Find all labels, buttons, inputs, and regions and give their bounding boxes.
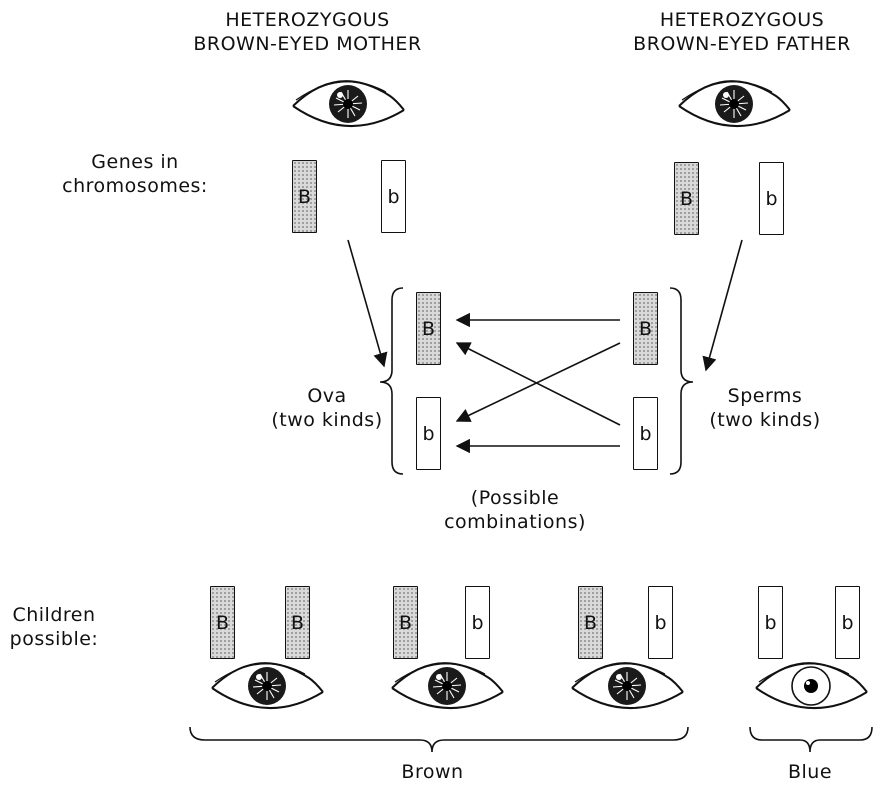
mother-to-ova-arrow: [347, 239, 388, 368]
genes-label: Genes in chromosomes:: [40, 150, 230, 198]
brown-eye-icon: [292, 80, 405, 128]
child3-gene-B: B: [578, 586, 603, 659]
sperms-brace: [669, 287, 694, 475]
father-title: HETEROZYGOUS BROWN-EYED FATHER: [608, 8, 876, 56]
mother-gene-b: b: [381, 160, 406, 233]
mother-gene-B: B: [292, 160, 317, 233]
ovum-b: b: [416, 397, 441, 470]
blue-brace: [749, 726, 873, 753]
combinations-label: (Possible combinations): [440, 486, 590, 534]
children-label-line2: possible:: [9, 628, 99, 650]
father-to-sperm-arrow: [702, 239, 743, 372]
father-title-line1: HETEROZYGOUS: [659, 9, 825, 31]
sperms-label-line1: Sperms: [727, 385, 803, 407]
ova-label-line1: Ova: [307, 385, 347, 407]
ova-label: Ova (two kinds): [262, 384, 392, 432]
sperm-b: b: [633, 397, 658, 470]
combo-arrow-bB: [455, 342, 621, 426]
ovum-B: B: [416, 292, 441, 365]
blue-eye-icon: [755, 662, 868, 710]
brown-eye-icon: [391, 662, 504, 710]
mother-title: HETEROZYGOUS BROWN-EYED MOTHER: [175, 8, 440, 56]
brown-eye-icon: [211, 662, 324, 710]
combinations-label-line1: (Possible: [470, 487, 560, 509]
child4-gene-b-b: b: [835, 586, 860, 659]
brown-outcome-label: Brown: [401, 761, 464, 783]
children-label: Children possible:: [0, 603, 108, 651]
combinations-label-line2: combinations): [444, 511, 586, 533]
combo-arrow-Bb: [455, 342, 621, 422]
sperms-label: Sperms (two kinds): [690, 384, 840, 432]
child2-gene-b: b: [465, 586, 490, 659]
father-gene-B: B: [674, 162, 699, 235]
sperms-label-line2: (two kinds): [709, 409, 821, 431]
child1-gene-B-b: B: [285, 586, 310, 659]
father-gene-b: b: [759, 162, 784, 235]
brown-eye-icon: [678, 80, 791, 128]
child2-gene-B: B: [393, 586, 418, 659]
ova-brace: [379, 287, 404, 475]
blue-outcome-label: Blue: [787, 761, 833, 783]
child1-gene-B-a: B: [210, 586, 235, 659]
mother-title-line1: HETEROZYGOUS: [225, 9, 390, 31]
child3-gene-b: b: [648, 586, 673, 659]
children-label-line1: Children: [12, 604, 96, 626]
father-title-line2: BROWN-EYED FATHER: [633, 33, 851, 55]
mother-title-line2: BROWN-EYED MOTHER: [193, 33, 422, 55]
brown-brace: [189, 726, 689, 753]
genes-label-line2: chromosomes:: [62, 175, 208, 197]
brown-eye-icon: [571, 662, 684, 710]
sperm-B: B: [633, 292, 658, 365]
child4-gene-b-a: b: [758, 586, 783, 659]
genes-label-line1: Genes in: [91, 151, 179, 173]
ova-label-line2: (two kinds): [271, 409, 383, 431]
